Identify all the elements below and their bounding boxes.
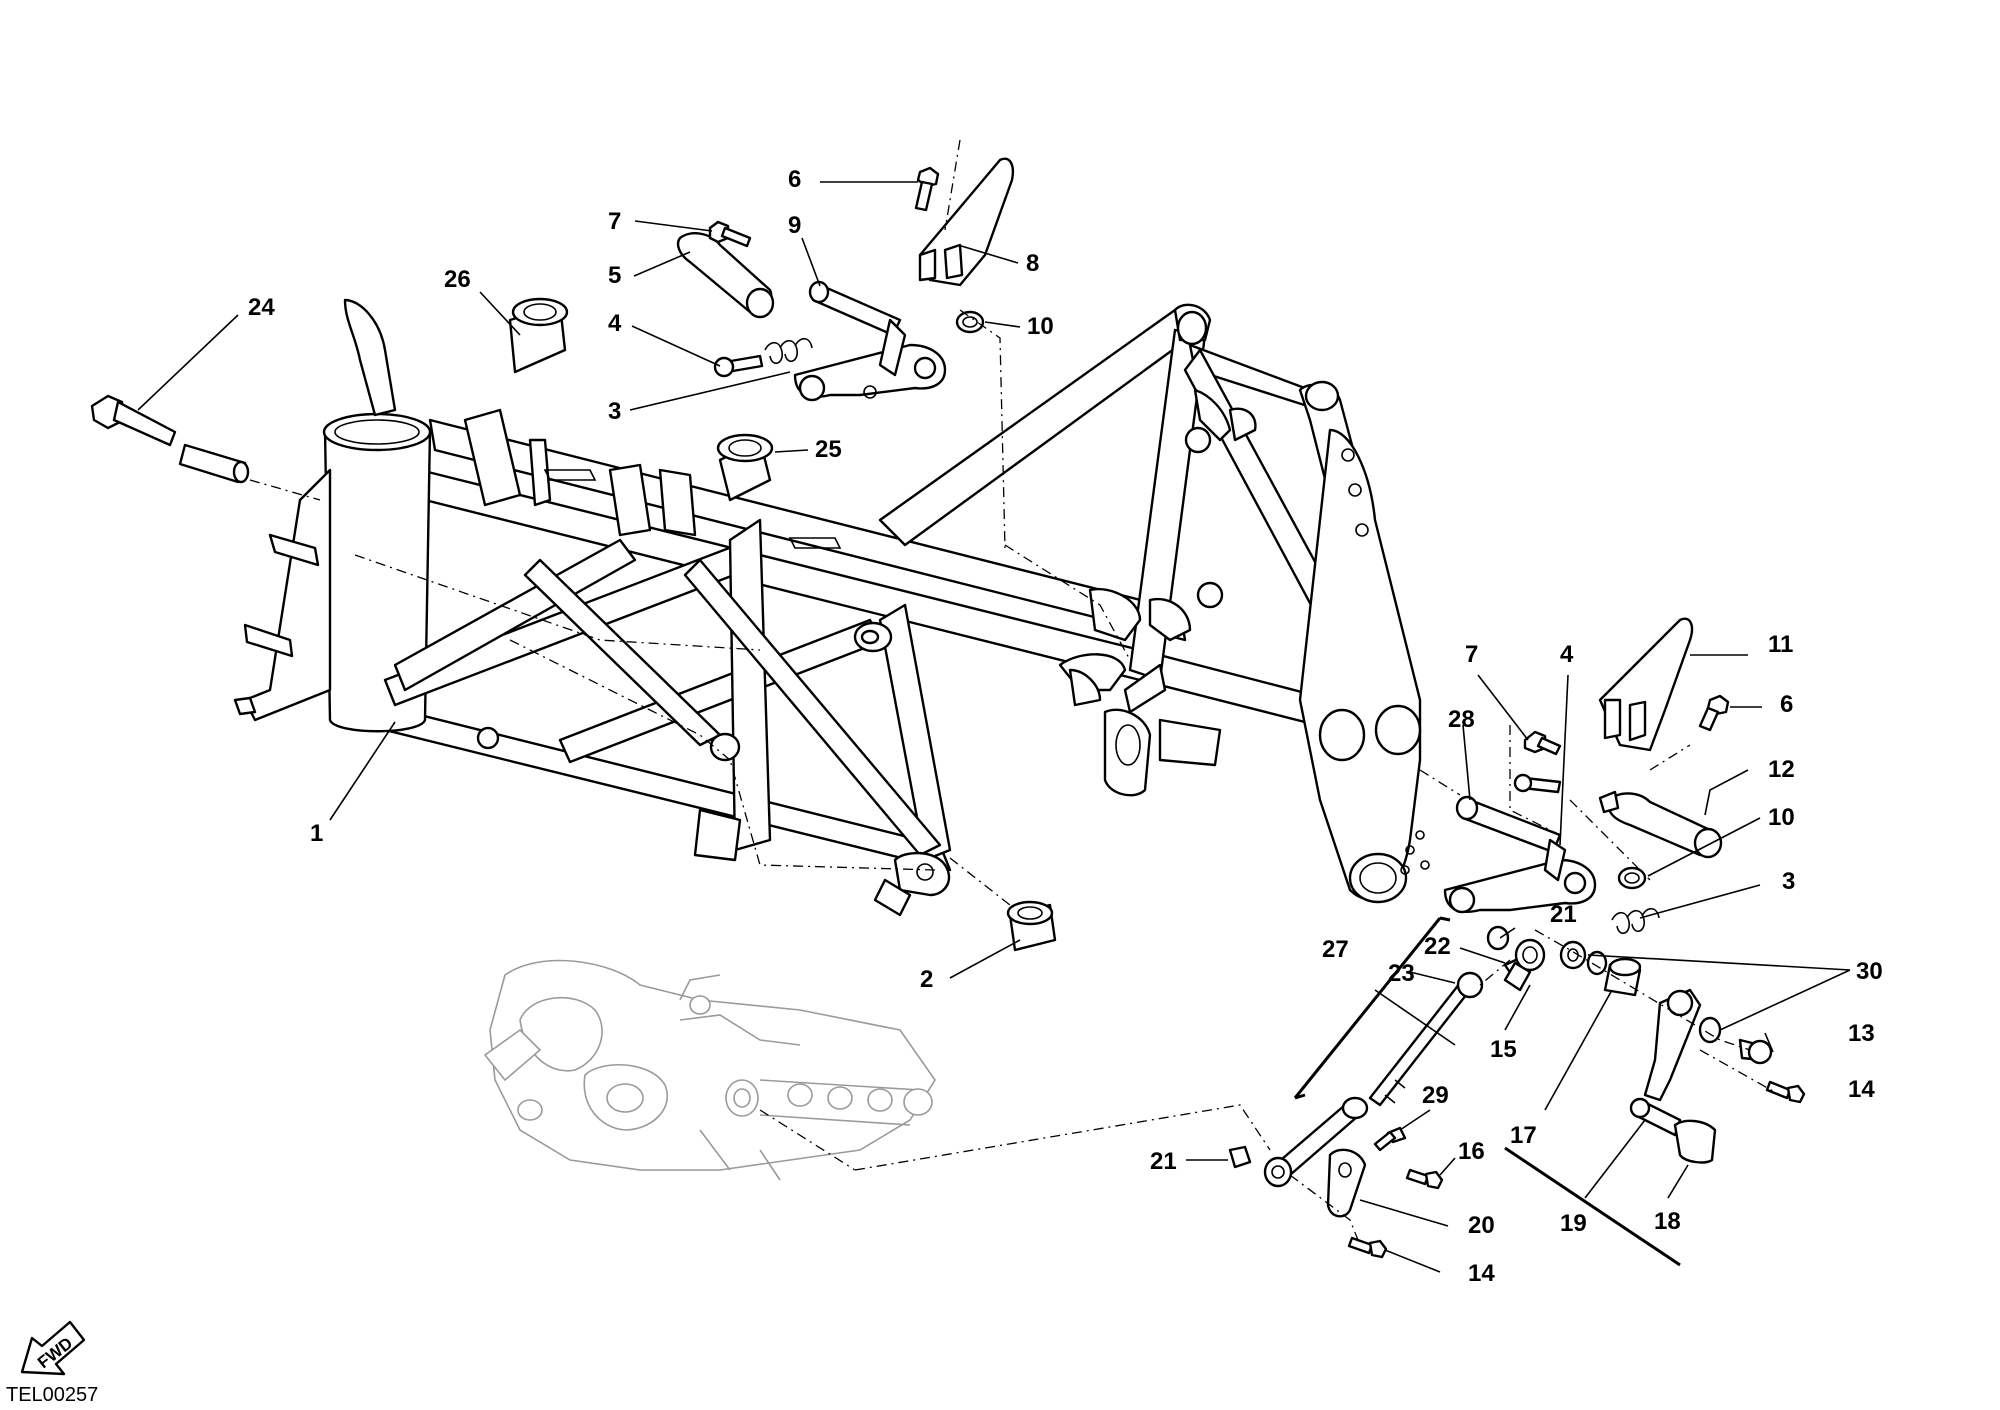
callout-23: 23 <box>1388 960 1415 987</box>
callout-8: 8 <box>1026 250 1040 277</box>
gear-lever-part-19 <box>1629 988 1702 1137</box>
callout-20: 20 <box>1468 1212 1495 1239</box>
circlip-part-10-right <box>1617 866 1647 890</box>
callout-12: 12 <box>1768 756 1795 783</box>
callout-21-upper: 21 <box>1550 901 1577 928</box>
callout-3-left: 3 <box>608 398 622 425</box>
washer-part-30-a <box>1559 940 1587 970</box>
callout-2: 2 <box>920 966 934 993</box>
callout-24: 24 <box>248 294 275 321</box>
linkage-rod-part-23 <box>1368 971 1484 1107</box>
callout-16: 16 <box>1458 1138 1485 1165</box>
callout-21-lower: 21 <box>1150 1148 1177 1175</box>
callout-29: 29 <box>1422 1082 1449 1109</box>
callout-10-left: 10 <box>1027 313 1054 340</box>
bushing-part-25 <box>716 433 774 502</box>
callout-7-left: 7 <box>608 208 622 235</box>
callout-3-right: 3 <box>1782 868 1796 895</box>
grouping-brackets <box>1293 916 1681 1267</box>
callout-22: 22 <box>1424 933 1451 960</box>
callout-14-right: 14 <box>1848 1076 1875 1103</box>
bolt-part-6-left <box>914 166 940 212</box>
bolt-part-13 <box>1738 1038 1773 1065</box>
engine-outline <box>483 959 936 1181</box>
spring-part-3-right <box>1611 907 1660 934</box>
footrest-bracket-left <box>793 318 947 402</box>
pin-part-4-left <box>713 354 764 378</box>
washer-part-30-c <box>1698 1016 1722 1044</box>
pin-part-28 <box>1455 795 1562 854</box>
bolt-part-14-right <box>1765 1080 1806 1104</box>
bolt-part-6-right <box>1698 694 1730 732</box>
oring-part-30-b <box>1586 950 1608 976</box>
alignment-lines <box>249 139 1781 1246</box>
nut-part-21-lower <box>1228 1145 1252 1169</box>
heel-guard-part-11 <box>1598 617 1694 752</box>
callout-26: 26 <box>444 266 471 293</box>
shift-lever-part-20 <box>1326 1148 1367 1218</box>
rod-end-part-15 <box>1503 938 1546 992</box>
bolt-part-14-lower <box>1347 1236 1388 1259</box>
heel-guard-part-8 <box>918 157 1014 287</box>
callout-9: 9 <box>788 212 802 239</box>
bushing-part-2 <box>1006 900 1057 952</box>
drawing-code: TEL00257 <box>6 1384 99 1406</box>
footpeg-part-5 <box>676 232 775 319</box>
pin-part-4-right <box>1513 773 1562 794</box>
callout-25: 25 <box>815 436 842 463</box>
callout-6-left: 6 <box>788 166 802 193</box>
rubber-part-18 <box>1673 1119 1717 1164</box>
callout-6-right: 6 <box>1780 691 1794 718</box>
callout-18: 18 <box>1654 1208 1681 1235</box>
pin-part-9 <box>808 280 902 337</box>
callout-27: 27 <box>1322 936 1349 963</box>
leader-lines <box>137 181 1851 1273</box>
callout-4-left: 4 <box>608 310 622 337</box>
callout-13: 13 <box>1848 1020 1875 1047</box>
callout-19: 19 <box>1560 1210 1587 1237</box>
callout-30: 30 <box>1856 958 1883 985</box>
spring-part-3-left <box>764 337 813 364</box>
bolt-part-7-left <box>708 220 752 248</box>
callout-4-right: 4 <box>1560 641 1574 668</box>
callout-1: 1 <box>310 820 324 847</box>
callout-15: 15 <box>1490 1036 1517 1063</box>
washer-part-20-base <box>1263 1156 1293 1188</box>
callout-11: 11 <box>1768 631 1794 658</box>
callout-5: 5 <box>608 262 622 289</box>
bolt-part-24 <box>90 394 250 484</box>
callout-7-right: 7 <box>1465 641 1479 668</box>
callout-17: 17 <box>1510 1122 1537 1149</box>
callout-28: 28 <box>1448 706 1475 733</box>
footpeg-part-12 <box>1598 790 1723 859</box>
circlip-part-10-left <box>955 310 985 334</box>
callout-14-lower: 14 <box>1468 1260 1495 1287</box>
nut-part-21-upper <box>1486 925 1510 951</box>
bolt-part-29 <box>1373 1126 1407 1152</box>
frame-part-1 <box>233 298 1430 917</box>
bushing-part-26 <box>508 297 569 374</box>
fwd-arrow-icon: FWD <box>20 1320 86 1376</box>
bolt-part-7-right <box>1523 730 1562 756</box>
callout-10-right: 10 <box>1768 804 1795 831</box>
footrest-bracket-right <box>1443 838 1597 914</box>
bolt-part-16 <box>1405 1168 1444 1190</box>
